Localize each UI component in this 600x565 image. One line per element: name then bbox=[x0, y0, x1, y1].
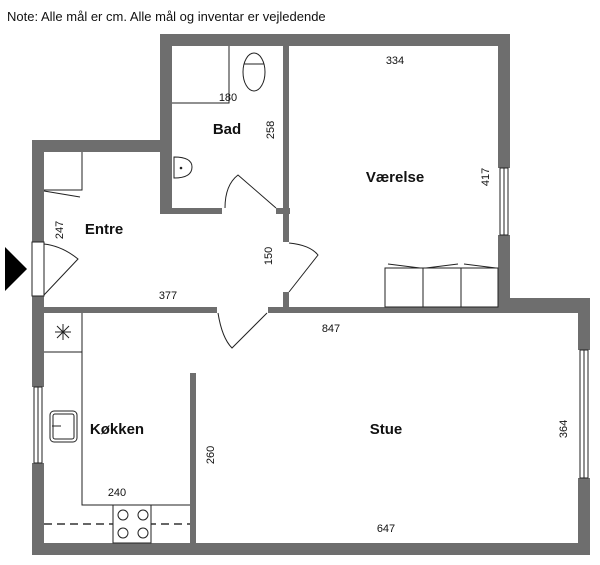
wall-vaerelse-right-upper bbox=[498, 34, 510, 168]
entrance-arrow-icon bbox=[5, 247, 27, 291]
dim-vaerelse-width: 334 bbox=[386, 55, 404, 67]
dim-entre-length: 247 bbox=[54, 221, 66, 239]
dim-passage: 150 bbox=[263, 247, 275, 265]
room-label-bad: Bad bbox=[213, 121, 241, 138]
wall-stue-top bbox=[268, 307, 590, 313]
windows bbox=[33, 167, 589, 479]
dimension-labels: 334 180 258 417 247 150 377 847 364 260 … bbox=[54, 55, 570, 535]
dim-stue-length: 364 bbox=[558, 420, 570, 438]
room-labels: Bad Værelse Entre Køkken Stue bbox=[85, 121, 424, 438]
kitchen-sink-icon bbox=[49, 410, 78, 443]
bad-sink-icon bbox=[173, 156, 193, 179]
wall-kokken-stue bbox=[190, 373, 196, 543]
dim-overall-width: 847 bbox=[322, 323, 340, 335]
wall-stue-right-lower bbox=[578, 478, 590, 555]
wall-bad-bottom bbox=[166, 208, 222, 214]
vaerelse-door[interactable] bbox=[288, 242, 319, 293]
room-label-vaerelse: Værelse bbox=[366, 169, 424, 186]
wall-bad-left bbox=[160, 34, 172, 214]
dim-entre-width: 377 bbox=[159, 290, 177, 302]
room-label-kokken: Køkken bbox=[90, 421, 144, 438]
wall-entre-top bbox=[32, 140, 172, 152]
wall-stub bbox=[283, 292, 289, 308]
wall-left-upper bbox=[32, 140, 44, 242]
wall-vaerelse-right-lower bbox=[498, 235, 510, 310]
entre-closet bbox=[43, 152, 83, 198]
stue-door[interactable] bbox=[217, 312, 268, 349]
wall-step bbox=[498, 298, 590, 310]
dim-vaerelse-length: 417 bbox=[480, 168, 492, 186]
bad-door[interactable] bbox=[224, 174, 277, 209]
toilet-icon bbox=[242, 52, 266, 92]
doors bbox=[5, 174, 319, 349]
walls bbox=[32, 34, 590, 555]
wall-left-lower bbox=[32, 463, 44, 555]
dim-bad-length: 258 bbox=[265, 121, 277, 139]
wall-left-mid bbox=[32, 296, 44, 387]
wall-bad-vaerelse bbox=[283, 46, 289, 242]
room-label-stue: Stue bbox=[370, 421, 403, 438]
wall-top bbox=[160, 34, 510, 46]
entrance-door[interactable] bbox=[43, 243, 79, 296]
dim-kokken-length: 260 bbox=[205, 446, 217, 464]
dim-bad-width: 180 bbox=[219, 92, 237, 104]
bad-shower-line bbox=[172, 46, 230, 104]
fan-icon bbox=[55, 324, 71, 340]
kitchen-counter bbox=[44, 313, 190, 506]
dim-stue-width: 647 bbox=[377, 523, 395, 535]
wall-entre-bottom bbox=[44, 307, 217, 313]
entrance-door-frame[interactable] bbox=[31, 241, 45, 297]
furniture bbox=[43, 46, 499, 544]
wardrobe bbox=[384, 267, 499, 308]
wall-stue-right-upper bbox=[578, 298, 590, 350]
wall-bottom bbox=[32, 543, 590, 555]
plan-note: Note: Alle mål er cm. Alle mål og invent… bbox=[7, 9, 326, 24]
room-label-entre: Entre bbox=[85, 221, 123, 238]
dim-kokken-width: 240 bbox=[108, 487, 126, 499]
